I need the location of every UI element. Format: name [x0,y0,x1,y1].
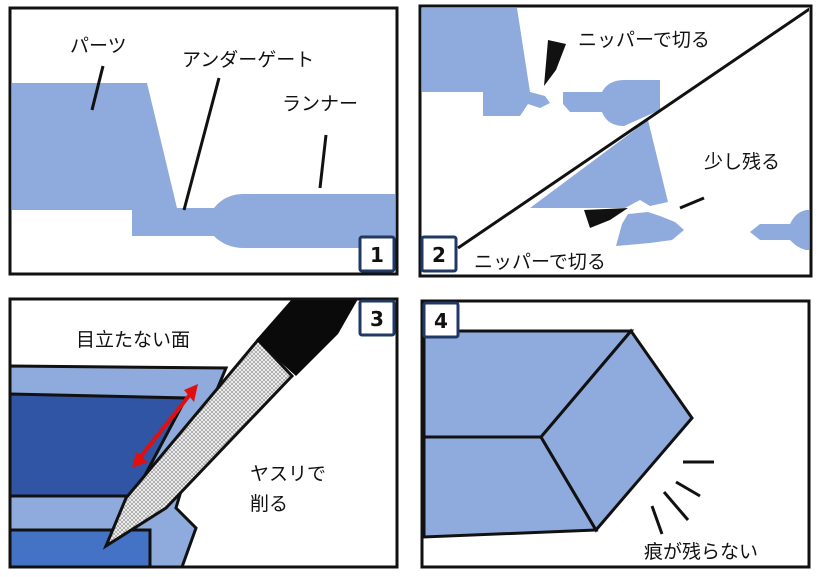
label-cut-bottom: ニッパーで切る [474,251,606,273]
panel-1: パーツ アンダーゲート ランナー 1 [8,6,399,276]
part-mid-face [10,528,152,567]
label-file-line1: ヤスリで [250,463,326,485]
label-undergate: アンダーゲート [182,49,314,71]
part-piece-top [422,8,550,116]
panel-2-badge [420,235,458,273]
part-leader-line [90,65,105,111]
shine-line-4 [650,505,664,535]
label-file-line2: 削る [250,493,288,515]
panel-4: 痕が残らない 4 [420,299,811,569]
nipper-blade-top [544,40,566,86]
panel-2-number: 2 [432,243,446,267]
panel-3-frame [8,297,399,569]
part-piece-diagonal [530,120,668,208]
undergate-leader-line [182,77,221,211]
red-arrow-shaft [136,390,194,462]
label-part: パーツ [70,35,127,57]
runner-leader-line [318,134,328,189]
shine-line-3 [662,491,690,521]
panel-4-number: 4 [434,309,448,333]
panel-1-badge [358,235,396,273]
panel-2: ニッパーで切る 少し残る ニッパーで切る 2 [418,4,813,278]
label-inconspicuous-face: 目立たない面 [76,329,190,351]
panel-1-number: 1 [370,243,384,267]
panel-3: 目立たない面 ヤスリで 削る 3 [8,297,399,569]
file-body [102,337,295,550]
label-remain: 少し残る [704,151,780,173]
panel-4-badge [422,301,460,339]
label-no-marks: 痕が残らない [644,541,758,563]
label-cut-top: ニッパーで切る [578,29,710,51]
nipper-blade-bottom [584,208,628,228]
runner-piece-top [563,80,660,126]
label-runner: ランナー [282,93,358,115]
diagonal-divider-line [457,8,809,250]
remain-leader-line [679,196,705,210]
red-arrow-head-bottom [132,452,148,468]
remaining-gate-piece [616,212,684,246]
panel-3-number: 3 [370,307,384,331]
red-arrow-head-top [184,384,198,402]
runner-piece-right [750,210,809,250]
shine-line-2 [675,480,701,498]
runner-shape [132,194,395,248]
part-shape [12,83,177,209]
panel-3-badge [358,299,396,337]
part-side-face [539,328,694,533]
file-handle [256,299,358,376]
